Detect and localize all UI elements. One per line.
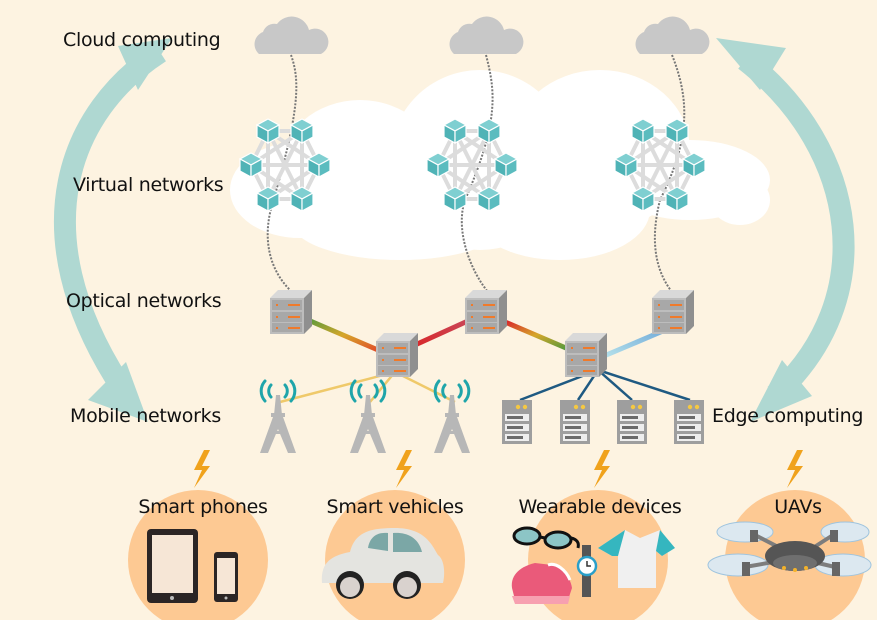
optical-link	[307, 317, 379, 353]
layer-label-cloud-computing: Cloud computing	[63, 29, 221, 51]
optical-switch-icon	[652, 290, 694, 334]
edge-server-icon	[674, 400, 704, 444]
optical-switch-icon	[270, 290, 312, 334]
layer-label-optical-networks: Optical networks	[66, 290, 222, 312]
cloud-server-icon	[254, 16, 329, 54]
optical-switch-icon	[565, 333, 607, 377]
t-shirt-icon	[598, 530, 675, 588]
tablet-and-phone-icon	[147, 529, 238, 603]
car-icon	[321, 528, 445, 599]
watch-icon	[576, 545, 598, 597]
base-station-tower-icon	[348, 379, 388, 455]
right-cycle-arrow	[716, 38, 855, 422]
cloud-server-icon	[449, 16, 524, 54]
optical-switch-icon	[376, 333, 418, 377]
drone-icon	[707, 521, 872, 577]
left-cycle-arrow	[53, 38, 172, 422]
edge-server-icon	[617, 400, 647, 444]
sneaker-icon	[511, 562, 572, 604]
wearables-icon	[511, 526, 675, 604]
cloud-server-icon	[635, 16, 710, 54]
edge-links	[519, 368, 691, 402]
left-arrow-head-bottom	[88, 362, 148, 422]
glasses-icon	[512, 526, 580, 550]
base-station-tower-icon	[258, 379, 298, 455]
device-label-smart-phones: Smart phones	[138, 496, 268, 518]
layer-label-virtual-networks: Virtual networks	[73, 174, 224, 196]
right-arrow-head-top	[716, 38, 786, 90]
base-station-tower-icon	[432, 379, 472, 455]
lightning-bolt-icon	[594, 450, 610, 488]
edge-server-icon	[560, 400, 590, 444]
layer-label-edge-computing: Edge computing	[712, 405, 864, 427]
edge-server-icon	[502, 400, 532, 444]
lightning-bolt-icon	[787, 450, 803, 488]
vertical-dashed-links	[266, 54, 686, 293]
device-label-smart-vehicles: Smart vehicles	[326, 496, 464, 518]
lightning-bolt-icon	[194, 450, 210, 488]
optical-link	[504, 319, 567, 351]
layer-label-mobile-networks: Mobile networks	[70, 405, 221, 427]
lightning-bolt-icon	[396, 450, 412, 488]
device-label-uavs: UAVs	[774, 496, 822, 518]
optical-switch-icon	[465, 290, 507, 334]
device-label-wearable-devices: Wearable devices	[518, 496, 682, 518]
optical-link	[413, 317, 472, 348]
right-arrow-head-bottom	[750, 360, 812, 422]
left-arrow-head-top	[118, 38, 172, 90]
